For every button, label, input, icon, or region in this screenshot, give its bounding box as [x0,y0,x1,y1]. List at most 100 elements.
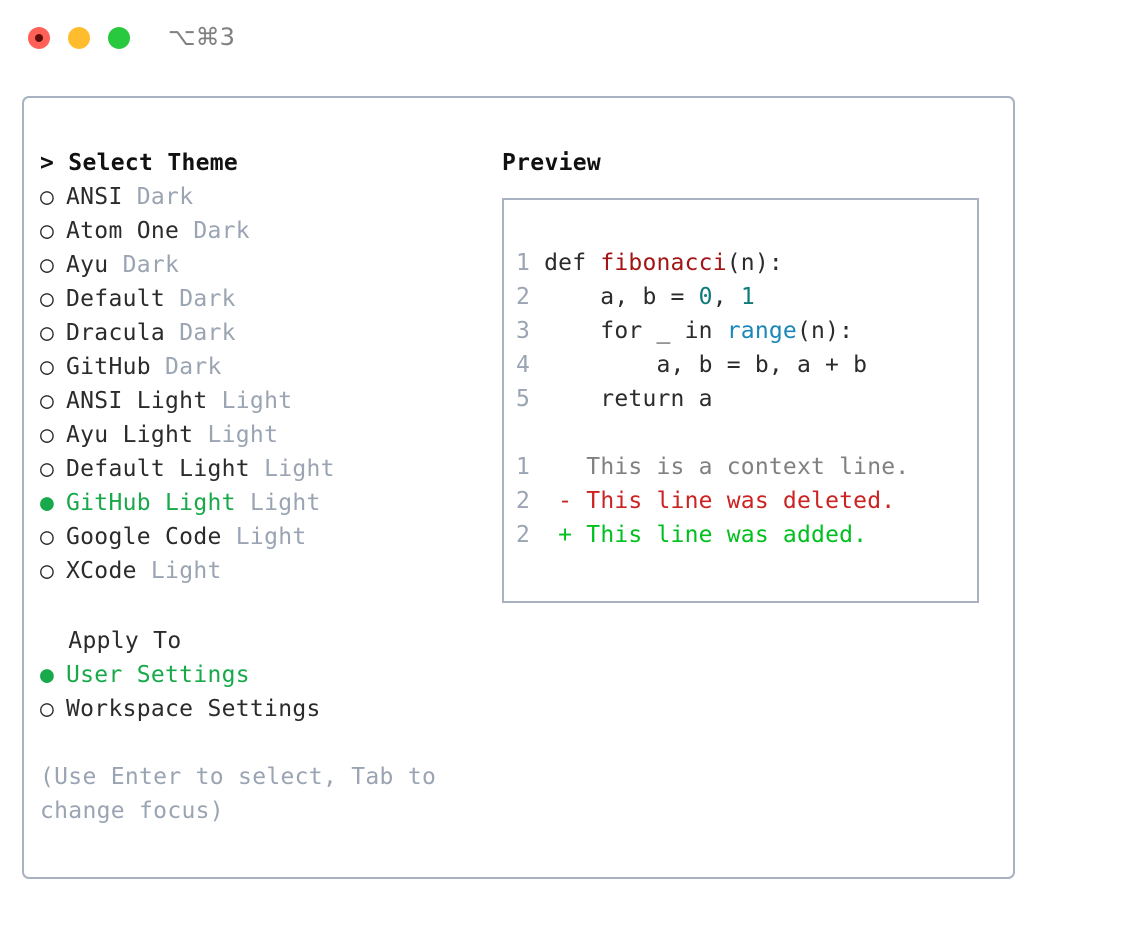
theme-variant-badge: Light [264,456,335,482]
diff-sign [530,454,586,480]
radio-unselected-icon: ○ [40,320,55,346]
diff-line: 2 + This line was added. [516,518,971,552]
radio-unselected-icon: ○ [40,558,55,584]
theme-option-ansi[interactable]: ○ ANSI Dark [40,180,470,214]
line-number: 2 [516,488,531,514]
line-number: 4 [516,352,531,378]
keyboard-hint-text: (Use Enter to select, Tab to change focu… [40,764,437,824]
theme-option-github[interactable]: ○ GitHub Dark [40,350,470,384]
main-panel: > Select Theme ○ANSI Dark○Atom One Dark○… [22,96,1015,879]
radio-unselected-icon: ○ [40,524,55,550]
minimize-button[interactable] [68,27,90,49]
theme-option-label: ANSI Light [66,388,208,414]
theme-variant-badge: Dark [122,252,180,278]
code-line: 3 for _ in range(n): [516,314,971,348]
close-button[interactable] [28,27,50,49]
title-bar: ⌥⌘3 [0,0,1140,78]
apply-to-header: Apply To [40,628,182,654]
theme-option-github-light[interactable]: ● GitHub Light Light [40,486,470,520]
theme-variant-badge: Dark [165,354,222,380]
diff-line-group: 1 This is a context line.2 - This line w… [516,450,971,552]
theme-option-atom-one[interactable]: ○ Atom One Dark [40,214,470,248]
theme-option-label: XCode [66,558,137,584]
theme-option-ansi-light[interactable]: ○ ANSI Light Light [40,384,470,418]
theme-option-label: GitHub [66,354,151,380]
code-token: , [712,284,741,310]
theme-variant-badge: Dark [179,320,236,346]
preview-header: Preview [502,150,602,176]
theme-variant-badge: Dark [136,184,194,210]
diff-sign: - [530,488,587,514]
theme-variant-badge: Light [221,388,293,414]
radio-unselected-icon: ○ [40,456,55,482]
radio-selected-icon: ● [40,662,55,688]
theme-variant-badge: Light [249,490,321,516]
radio-unselected-icon: ○ [40,286,55,312]
theme-option-google-code[interactable]: ○Google Code Light [40,520,470,554]
radio-unselected-icon: ○ [40,422,55,448]
code-token: range [726,318,797,344]
theme-variant-badge: Light [150,558,222,584]
theme-variant-badge: Dark [193,218,250,244]
diff-line: 1 This is a context line. [516,450,971,484]
radio-unselected-icon: ○ [40,218,55,244]
radio-unselected-icon: ○ [40,252,55,278]
code-token: (n): [796,318,854,344]
diff-text: This line was deleted. [586,488,896,514]
maximize-button[interactable] [108,27,130,49]
keyboard-shortcut-label: ⌥⌘3 [168,23,235,51]
line-number: 5 [516,386,531,412]
line-number: 1 [516,250,531,276]
theme-option-dracula[interactable]: ○ Dracula Dark [40,316,470,350]
theme-option-ayu-light[interactable]: ○ Ayu Light Light [40,418,470,452]
apply-to-option-list: ● User Settings ○ Workspace Settings [40,658,470,726]
theme-option-label: ANSI [66,184,123,210]
radio-unselected-icon: ○ [40,184,55,210]
line-number: 2 [516,284,531,310]
radio-selected-icon: ● [40,490,55,516]
code-token: a, b = [530,284,699,310]
code-line: 4 a, b = b, a + b [516,348,971,382]
code-token: (n): [726,250,783,276]
code-token: 1 [740,284,755,310]
theme-option-default[interactable]: ○ Default Dark [40,282,470,316]
apply-to-section: Apply To ● User Settings ○ Workspace Settin… [40,624,470,726]
theme-selector-column: > Select Theme ○ANSI Dark○Atom One Dark○… [40,146,470,828]
theme-option-ayu[interactable]: ○ Ayu Dark [40,248,470,282]
radio-unselected-icon: ○ [40,354,55,380]
code-token: def [530,250,601,276]
code-token: fibonacci [600,250,727,276]
radio-unselected-icon: ○ [40,696,55,722]
theme-option-label: Dracula [66,320,166,346]
theme-option-label: Atom One [66,218,180,244]
theme-option-label: Default [66,286,166,312]
code-line: 1 def fibonacci(n): [516,246,971,280]
line-number: 2 [516,522,531,548]
theme-variant-badge: Light [235,524,307,550]
diff-text: This is a context line. [586,454,910,480]
apply-to-option-user-settings[interactable]: ● User Settings [40,658,470,692]
apply-to-option-workspace-settings[interactable]: ○ Workspace Settings [40,692,470,726]
theme-option-label: GitHub Light [66,490,236,516]
apply-to-option-label: Workspace Settings [66,696,321,722]
line-number: 1 [516,454,531,480]
code-token: for _ in [530,318,727,344]
theme-option-label: Ayu Light [66,422,194,448]
diff-line: 2 - This line was deleted. [516,484,971,518]
theme-option-xcode[interactable]: ○ XCode Light [40,554,470,588]
theme-option-default-light[interactable]: ○ Default Light Light [40,452,470,486]
diff-text: This line was added. [586,522,868,548]
traffic-light-buttons [28,27,130,49]
theme-variant-badge: Light [207,422,279,448]
theme-variant-badge: Dark [179,286,236,312]
apply-to-option-label: User Settings [66,662,250,688]
theme-option-label: Default Light [66,456,250,482]
theme-option-label: Ayu [66,252,109,278]
code-token: 0 [698,284,713,310]
preview-column: Preview 1 def fibonacci(n):2 a, b = 0, 1… [502,146,1002,603]
select-theme-header: > Select Theme [40,150,239,176]
radio-unselected-icon: ○ [40,388,55,414]
